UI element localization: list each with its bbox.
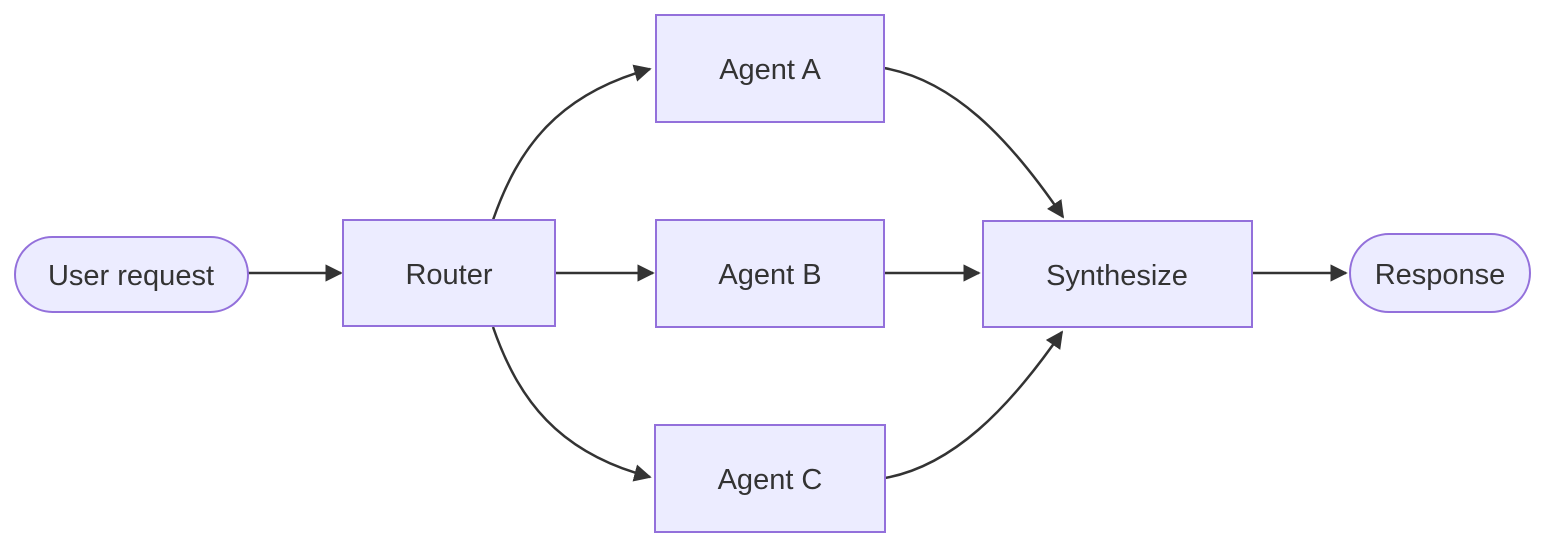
edge-agent-c-to-synthesize (884, 330, 1064, 480)
edge-router-to-agent-a (491, 64, 652, 221)
node-router-label: Router (405, 259, 492, 291)
node-router: Router (342, 219, 556, 327)
node-router-shape (342, 219, 556, 327)
node-synthesize-label: Synthesize (1046, 260, 1188, 292)
node-response-label: Response (1375, 259, 1506, 291)
node-agent-b-shape (655, 219, 885, 328)
node-agent-a-shape (655, 14, 885, 123)
edge-agent-a-to-synthesize (883, 66, 1065, 219)
node-response-shape (1349, 233, 1531, 313)
node-agent-b-label: Agent B (718, 259, 821, 291)
node-agent-c-shape (654, 424, 886, 533)
edge-layer (248, 64, 1348, 482)
node-user-request-label: User request (48, 260, 214, 292)
node-response: Response (1349, 233, 1531, 313)
node-agent-a-label: Agent A (719, 54, 821, 86)
node-agent-b: Agent B (655, 219, 885, 328)
node-agent-c: Agent C (654, 424, 886, 533)
node-user-request-shape (14, 236, 249, 313)
node-synthesize-shape (982, 220, 1253, 328)
edge-router-to-agent-c (491, 326, 652, 482)
node-user-request: User request (14, 236, 249, 313)
node-synthesize: Synthesize (982, 220, 1253, 328)
node-agent-a: Agent A (655, 14, 885, 123)
node-agent-c-label: Agent C (718, 464, 823, 496)
